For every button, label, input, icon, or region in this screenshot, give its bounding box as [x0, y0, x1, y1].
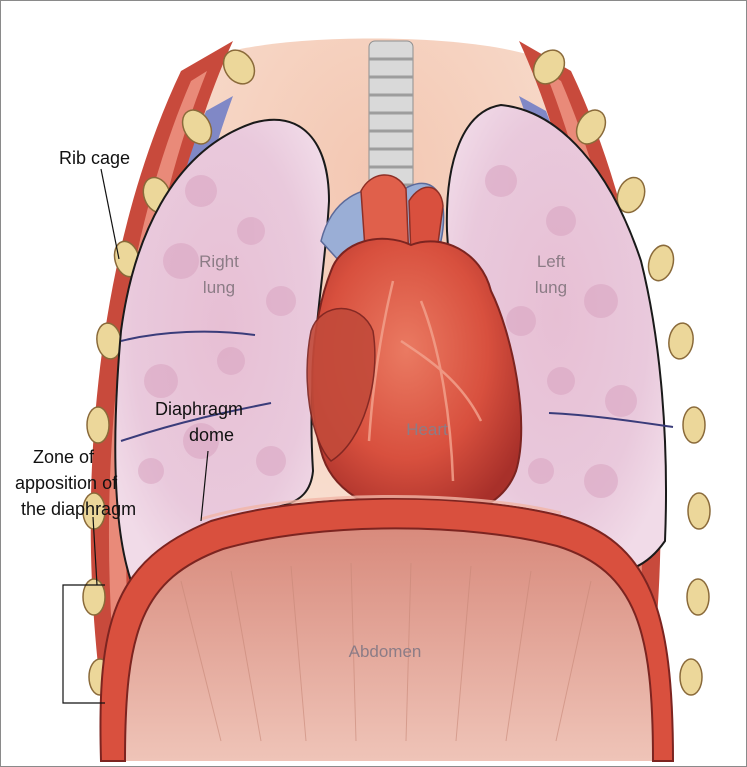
diaphragm [99, 497, 675, 762]
right-atrium [306, 307, 376, 462]
abdomen-muscle-fibers [180, 562, 592, 742]
heart-vessels [367, 280, 483, 482]
diaphragm-dome-leader [200, 450, 209, 522]
rib-bones-right [532, 49, 711, 696]
right-lung-label: lung [203, 278, 235, 297]
rib-cage-leader [100, 168, 120, 260]
heart-label: Heart [406, 420, 448, 439]
diaphragm-dome-callout: Diaphragm [155, 399, 243, 419]
left-lung-fissure [548, 412, 674, 428]
zone-of-apposition-callout: the diaphragm [21, 499, 136, 519]
diaphragm-dome-surface [200, 495, 562, 521]
rib-cage-callout: Rib cage [59, 148, 130, 168]
callout-leaders [62, 168, 209, 704]
abdomen-cavity [110, 526, 661, 761]
zone-of-apposition-callout: apposition of [15, 473, 118, 493]
right-lung-fissure-oblique [120, 402, 272, 442]
right-lung-label: Right [199, 252, 239, 271]
right-lung-texture [138, 175, 296, 484]
zone-of-apposition-leader [92, 516, 98, 586]
left-lung-texture [485, 165, 637, 498]
trachea [368, 40, 414, 202]
right-lung-fissure-horizontal [120, 330, 256, 342]
zone-of-apposition-bracket [62, 584, 105, 704]
diaphragm-dome-callout: dome [189, 425, 234, 445]
zone-of-apposition-callout: Zone of [33, 447, 95, 467]
abdomen-label: Abdomen [349, 642, 422, 661]
left-lung-label: lung [535, 278, 567, 297]
left-lung-label: Left [537, 252, 566, 271]
